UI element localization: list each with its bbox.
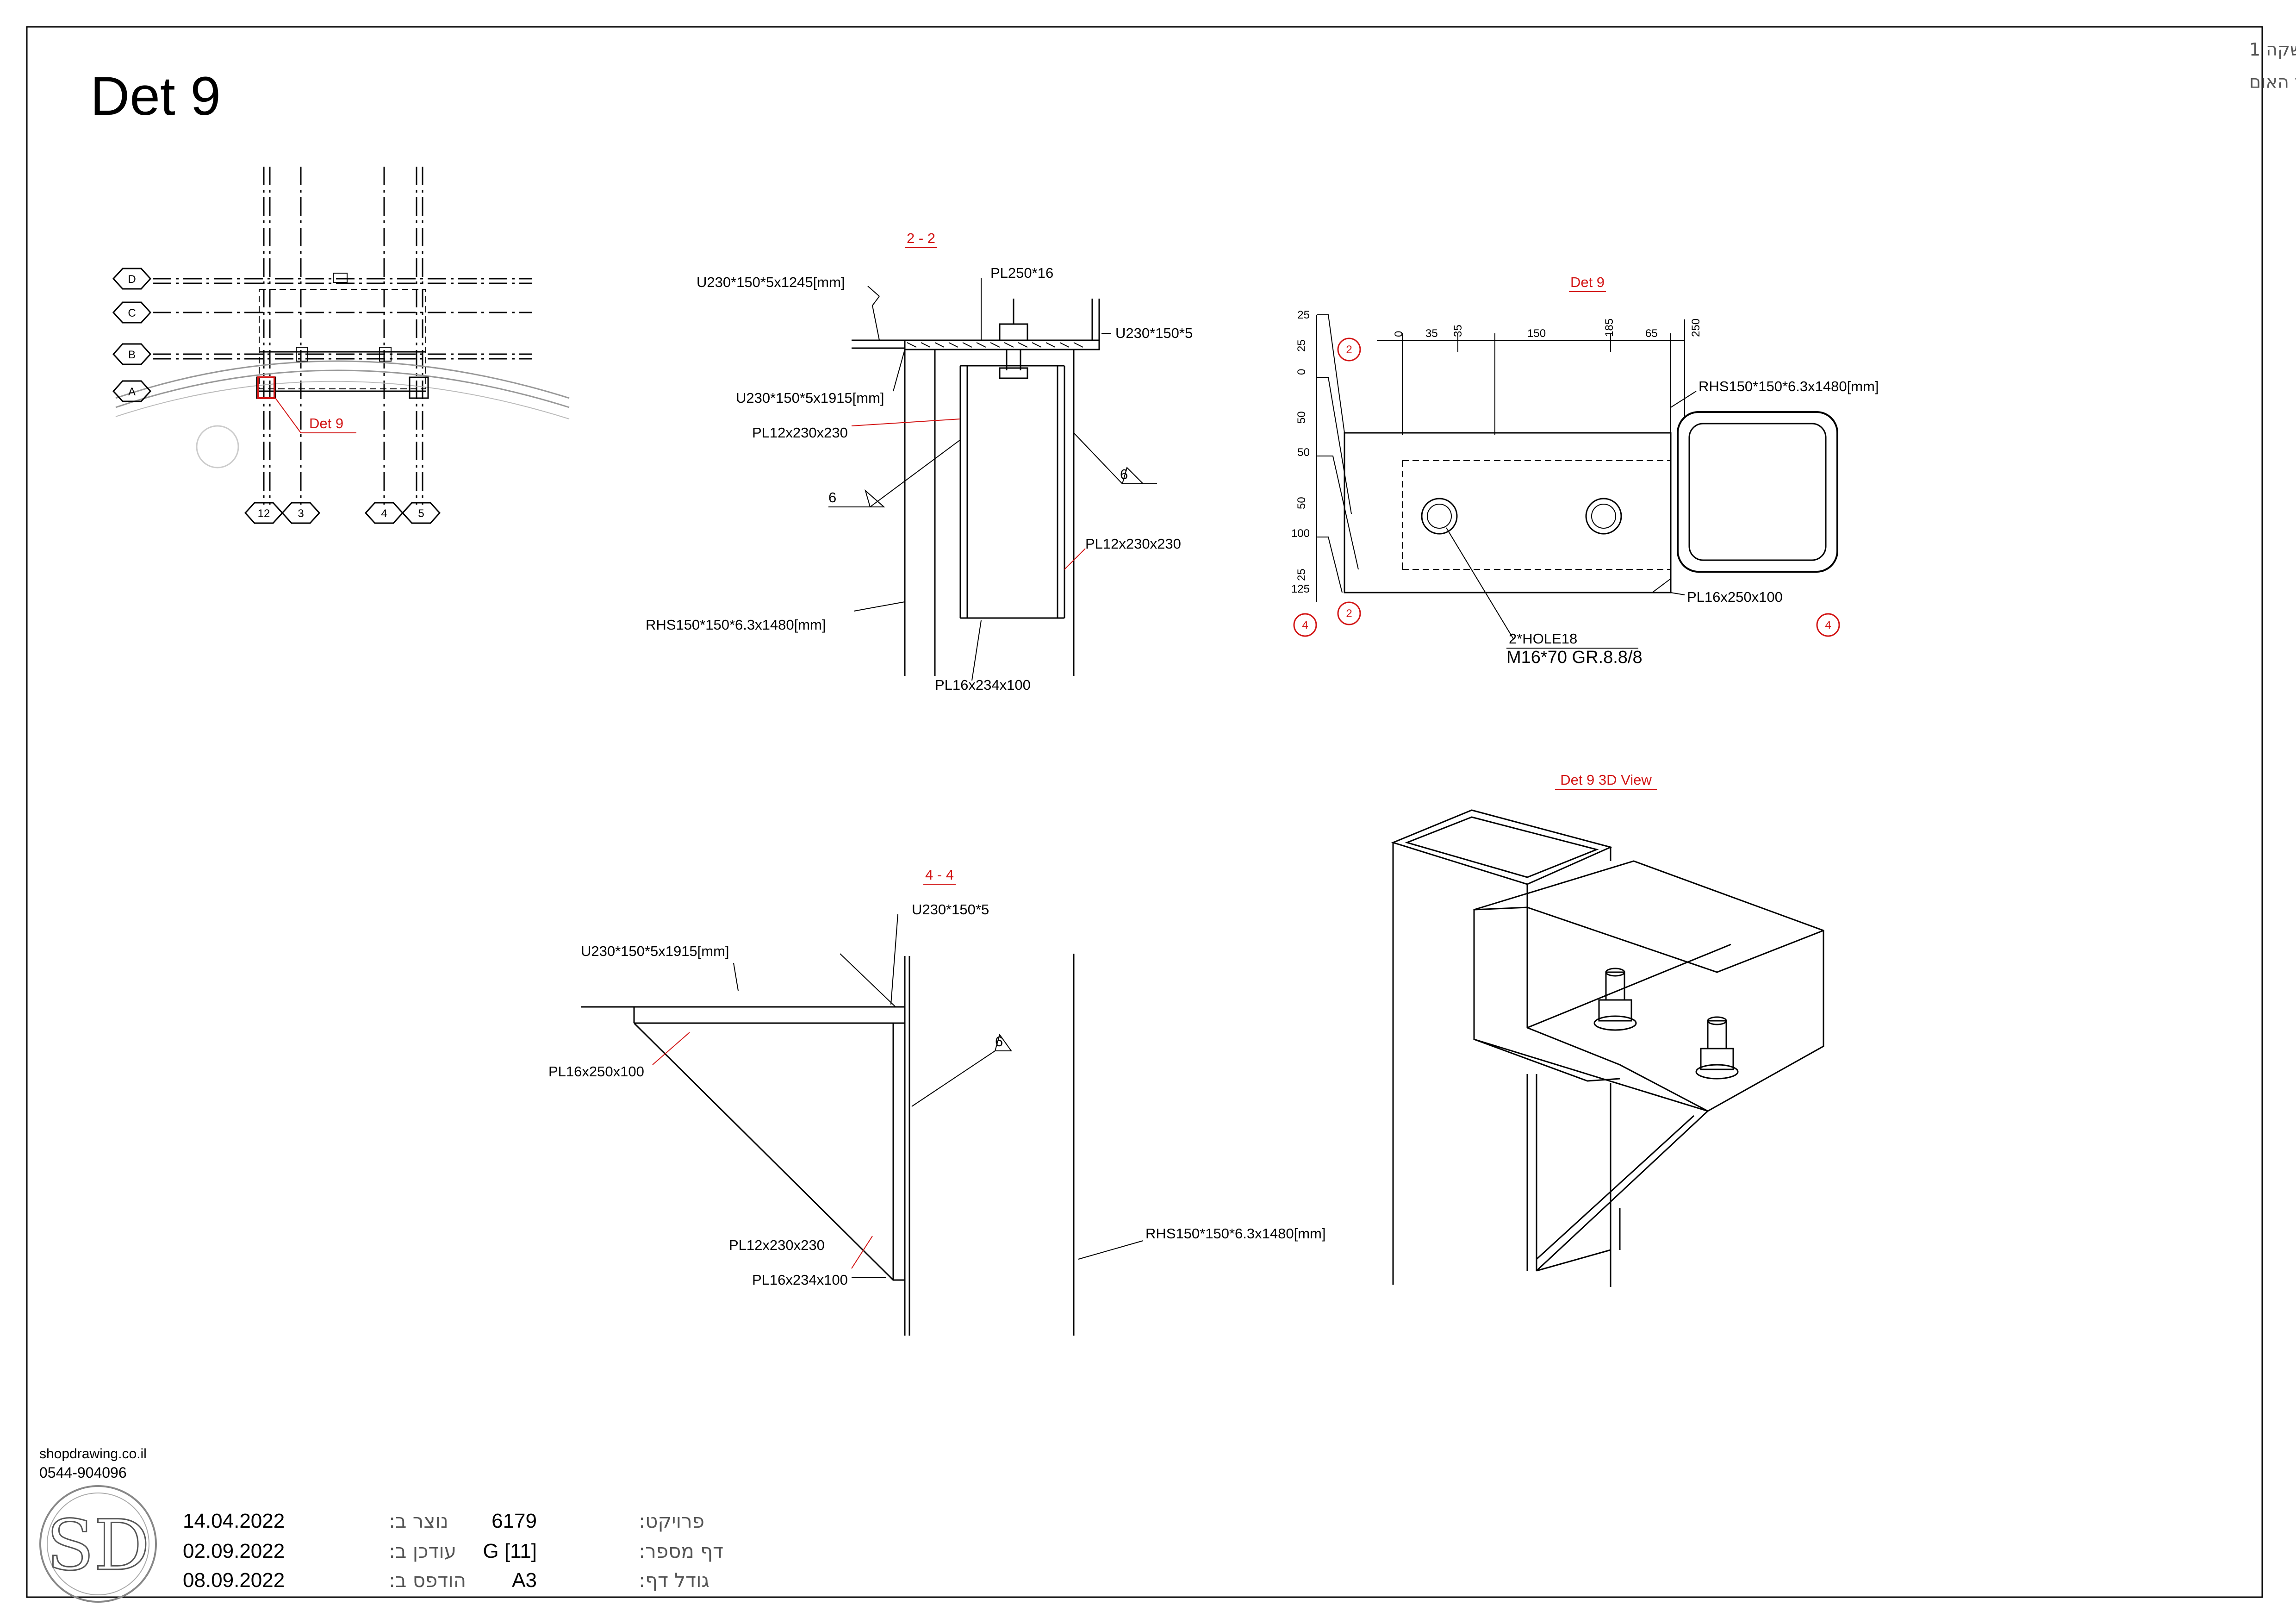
s22-label-u-1915: U230*150*5x1915[mm] bbox=[736, 390, 884, 406]
mark-2-top: 2 bbox=[1346, 344, 1352, 356]
axis-col-4: 4 bbox=[381, 507, 387, 520]
s44-label-rhs: RHS150*150*6.3x1480[mm] bbox=[1145, 1225, 1325, 1242]
mark-2-bottom: 2 bbox=[1346, 607, 1352, 620]
s44-weld: 6 bbox=[995, 1033, 1003, 1049]
bolt-2-3d bbox=[1695, 1016, 1739, 1080]
mark-4-left: 4 bbox=[1302, 619, 1308, 631]
s44-label-u230: U230*150*5 bbox=[912, 901, 989, 918]
plan-dim-150: 150 bbox=[1527, 327, 1546, 340]
svg-text:SD: SD bbox=[46, 1505, 149, 1586]
project-label: פרויקט: bbox=[639, 1510, 704, 1532]
s22-label-pl12-left: PL12x230x230 bbox=[752, 425, 848, 441]
plan-ldim-25a: 25 bbox=[1297, 309, 1310, 321]
bolt-hole-1 bbox=[1421, 498, 1458, 535]
plan-dim-0: 0 bbox=[1393, 331, 1405, 337]
sheet-border bbox=[26, 26, 2263, 1598]
sheet-size-value: A3 bbox=[512, 1569, 537, 1592]
project-value: 6179 bbox=[492, 1510, 537, 1532]
axis-row-bubbles: D C B A bbox=[112, 268, 152, 402]
det-9-3d-title: Det 9 3D View bbox=[1560, 772, 1652, 788]
plan-ldim-25c: 25 bbox=[1295, 568, 1308, 581]
s44-label-pl12: PL12x230x230 bbox=[729, 1237, 825, 1253]
plan-ldim-25b: 25 bbox=[1295, 339, 1308, 352]
sheet-title: Det 9 bbox=[90, 66, 221, 127]
axis-col-12: 12 bbox=[258, 507, 270, 520]
updated-value: 02.09.2022 bbox=[183, 1540, 285, 1562]
plan-ldim-50c: 50 bbox=[1295, 497, 1308, 509]
sheet-number-label: דף מספר: bbox=[639, 1540, 723, 1562]
axis-row-c: C bbox=[128, 307, 136, 319]
plan-ldim-125: 125 bbox=[1291, 583, 1310, 595]
s22-label-pl250: PL250*16 bbox=[990, 265, 1053, 281]
axis-col-3: 3 bbox=[298, 507, 304, 520]
axis-row-a: A bbox=[128, 386, 136, 398]
s22-label-pl16: PL16x234x100 bbox=[935, 677, 1031, 693]
det-9-marker bbox=[257, 376, 275, 399]
s22-weld-left: 6 bbox=[828, 489, 836, 506]
company-phone: 0544-904096 bbox=[39, 1464, 127, 1481]
det-9-3d-view: Det 9 3D View bbox=[1391, 772, 1824, 1287]
key-plan-det-label: Det 9 bbox=[309, 415, 343, 431]
s44-label-pl16x234: PL16x234x100 bbox=[752, 1272, 848, 1288]
plan-ldim-100: 100 bbox=[1291, 527, 1310, 540]
bolt-hole-2 bbox=[1585, 498, 1622, 535]
header-note-1: עובי ריתוך: מילאת 0.7 מהדק (כפחות 5) ; ה… bbox=[2249, 39, 2296, 60]
mark-4-right: 4 bbox=[1825, 619, 1831, 631]
s22-label-pl12-right: PL12x230x230 bbox=[1085, 536, 1181, 552]
section-mark-2-bottom: 2 bbox=[1337, 601, 1361, 625]
key-plan: Det 9 D C B A 12 3 4 5 bbox=[112, 167, 570, 524]
section-2-2: 2 - 2 bbox=[646, 230, 1193, 693]
section-2-2-title: 2 - 2 bbox=[907, 230, 935, 246]
sheet-size-label: גודל דף: bbox=[639, 1569, 709, 1592]
company-website: shopdrawing.co.il bbox=[39, 1446, 147, 1462]
created-value: 14.04.2022 bbox=[183, 1510, 285, 1532]
plan-ldim-50b: 50 bbox=[1297, 446, 1310, 459]
s22-weld-right: 6 bbox=[1120, 466, 1128, 482]
section-4-4: 4 - 4 U230*150*5 U230*150*5x1915[mm] PL1… bbox=[548, 867, 1325, 1336]
section-mark-4-left: 4 bbox=[1293, 613, 1317, 637]
section-4-4-title: 4 - 4 bbox=[925, 867, 954, 883]
created-label: נוצר ב: bbox=[389, 1510, 448, 1532]
plan-ldim-50a: 50 bbox=[1295, 411, 1308, 424]
axis-row-b: B bbox=[128, 349, 136, 361]
plan-dim-35a: 35 bbox=[1425, 327, 1438, 340]
rhs-section bbox=[1677, 411, 1838, 573]
s44-label-pl16x250: PL16x250x100 bbox=[548, 1063, 644, 1080]
sheet-number-value: G [11] bbox=[483, 1540, 537, 1562]
s22-label-u230: U230*150*5 bbox=[1115, 325, 1193, 341]
plan-dim-185: 185 bbox=[1603, 319, 1616, 337]
axis-row-d: D bbox=[128, 273, 136, 286]
bolt-1-3d bbox=[1593, 968, 1637, 1031]
det-9-plan-title: Det 9 bbox=[1570, 274, 1605, 290]
title-block: shopdrawing.co.il 0544-904096 SD 14.04.2… bbox=[39, 1446, 723, 1603]
updated-label: עודכן ב: bbox=[389, 1540, 456, 1562]
header-note-2: דיסקית רגילה בצד ראש הבורג;דיסקית קפיצית… bbox=[2249, 72, 2296, 92]
plan-dim-35b: 35 bbox=[1452, 325, 1464, 337]
section-mark-2-top: 2 bbox=[1337, 337, 1361, 362]
printed-label: הודפס ב: bbox=[389, 1569, 466, 1592]
det-9-plan: Det 9 0 35 35 150 185 65 250 25 25 0 50 … bbox=[1291, 274, 1879, 667]
plan-ldim-0: 0 bbox=[1295, 369, 1308, 375]
plan-label-rhs: RHS150*150*6.3x1480[mm] bbox=[1699, 378, 1879, 394]
sd-logo: SD bbox=[39, 1485, 157, 1603]
plan-dim-250: 250 bbox=[1690, 319, 1702, 337]
plan-label-hole: 2*HOLE18 bbox=[1509, 631, 1577, 647]
plan-dim-65: 65 bbox=[1645, 327, 1658, 340]
printed-value: 08.09.2022 bbox=[183, 1569, 285, 1592]
axis-col-bubbles: 12 3 4 5 bbox=[244, 502, 441, 524]
section-mark-4-right: 4 bbox=[1816, 613, 1840, 637]
axis-col-5: 5 bbox=[418, 507, 424, 520]
plan-label-bolt: M16*70 GR.8.8/8 bbox=[1506, 648, 1643, 667]
s22-label-u-1245: U230*150*5x1245[mm] bbox=[697, 274, 845, 290]
s44-label-u-1915: U230*150*5x1915[mm] bbox=[581, 943, 729, 959]
s22-label-rhs: RHS150*150*6.3x1480[mm] bbox=[646, 617, 826, 633]
plan-label-plate: PL16x250x100 bbox=[1687, 589, 1783, 605]
